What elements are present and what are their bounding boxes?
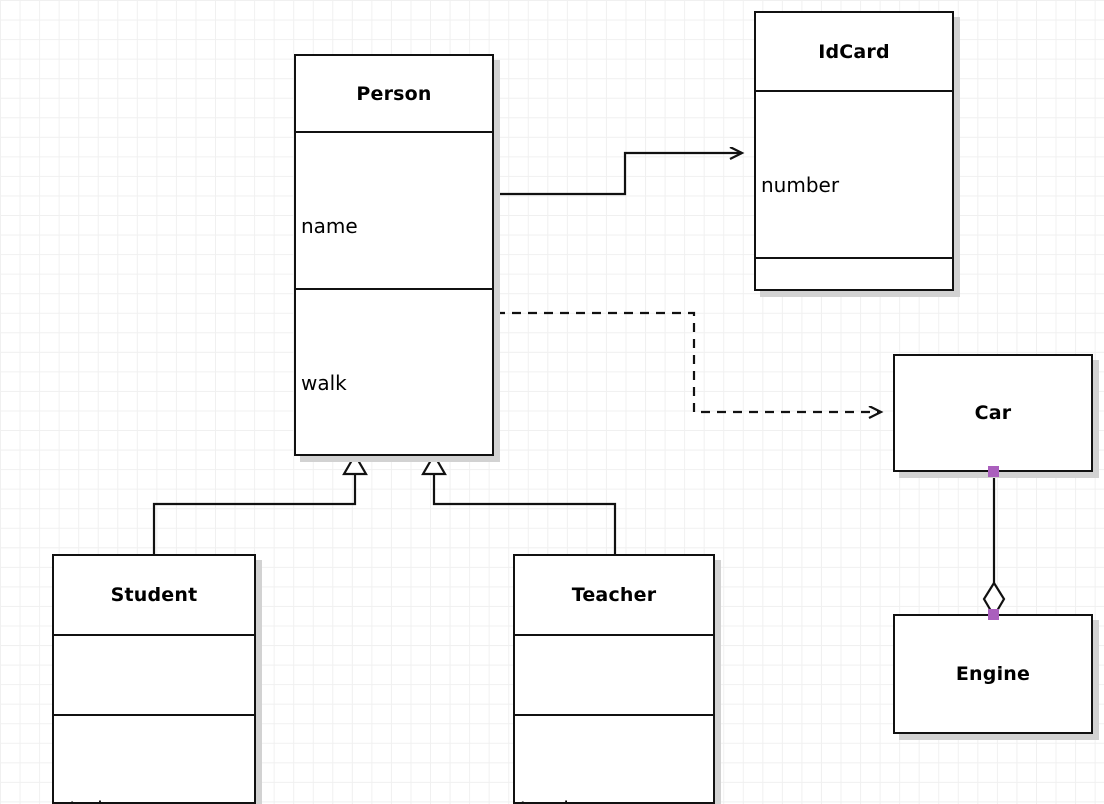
class-box-engine[interactable]: Engine [893, 614, 1093, 734]
attributes-student: grade [54, 634, 254, 714]
methods-idcard [756, 257, 952, 289]
attributes-idcard: number expire police_station [756, 90, 952, 257]
class-name-car: Car [974, 402, 1012, 424]
hollow-triangle-icon [342, 452, 368, 476]
methods-teacher: teach [515, 714, 713, 802]
attribute-item: name [301, 214, 358, 238]
attributes-person: name gender birth [296, 131, 492, 288]
attribute-item: number [761, 173, 840, 197]
class-box-idcard[interactable]: IdCard number expire police_station [754, 11, 954, 291]
class-name-teacher: Teacher [571, 584, 657, 606]
edge-student-person[interactable] [152, 452, 368, 554]
method-item: study [59, 794, 254, 802]
methods-student: study [54, 714, 254, 802]
methods-person: walk eat sleep drive [296, 288, 492, 454]
edge-endpoint-handle-engine[interactable] [988, 609, 999, 620]
class-name-person: Person [356, 82, 432, 105]
edge-teacher-person[interactable] [421, 452, 617, 554]
edge-person-car[interactable] [496, 311, 881, 412]
edge-car-engine[interactable] [982, 472, 1006, 619]
edge-person-idcard[interactable] [494, 153, 742, 196]
hollow-triangle-icon [421, 452, 447, 476]
class-name-student: Student [110, 584, 198, 606]
class-box-student[interactable]: Student grade study [52, 554, 256, 804]
class-box-car[interactable]: Car [893, 354, 1093, 472]
class-box-person[interactable]: Person name gender birth walk eat sleep … [294, 54, 494, 456]
class-box-teacher[interactable]: Teacher title teach [513, 554, 715, 804]
method-item: walk [301, 371, 347, 395]
edge-endpoint-handle-car[interactable] [988, 466, 999, 477]
class-name-idcard: IdCard [818, 40, 890, 63]
method-item: teach [520, 794, 713, 802]
attributes-teacher: title [515, 634, 713, 714]
class-name-engine: Engine [955, 663, 1031, 685]
